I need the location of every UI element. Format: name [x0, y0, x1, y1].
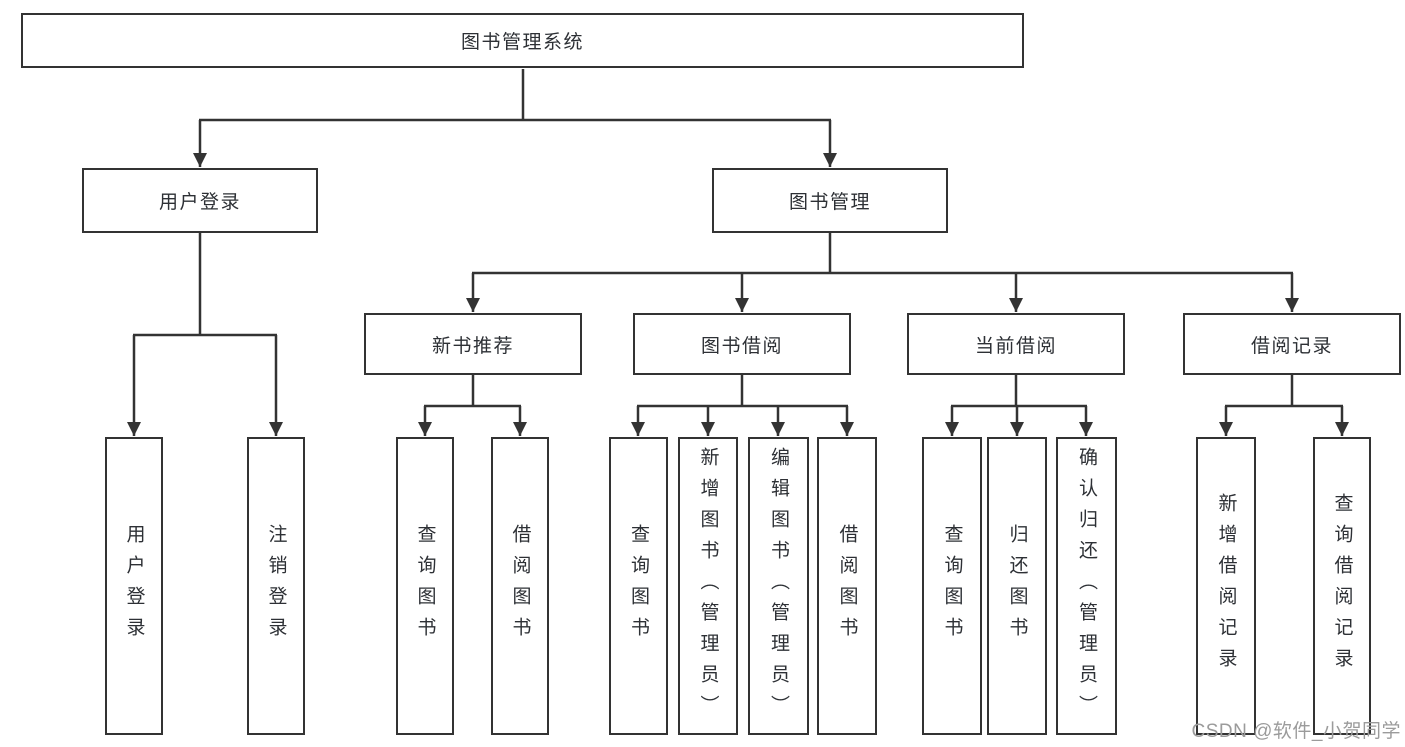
leaf-label: 新增图书（管理员） [697, 446, 719, 726]
leaf-label: 注销登录 [265, 524, 287, 648]
node-label: 图书管理系统 [460, 32, 584, 53]
node-book-management: 图书管理 [712, 168, 948, 233]
leaf-borrow-borrow-book: 借阅图书 [817, 437, 877, 735]
leaf-current-query-book: 查询图书 [922, 437, 982, 735]
leaf-label: 用户登录 [123, 524, 145, 648]
leaf-logout-login: 注销登录 [247, 437, 305, 735]
leaf-records-query-record: 查询借阅记录 [1313, 437, 1371, 735]
node-label: 图书借阅 [700, 335, 783, 357]
node-library-system: 图书管理系统 [21, 13, 1024, 68]
node-book-borrow: 图书借阅 [633, 313, 851, 375]
node-label: 用户登录 [158, 192, 241, 213]
leaf-label: 借阅图书 [509, 524, 531, 648]
leaf-label: 查询图书 [941, 524, 963, 648]
node-user-login: 用户登录 [82, 168, 318, 233]
node-new-book-recommend: 新书推荐 [364, 313, 582, 375]
node-label: 图书管理 [788, 192, 871, 213]
leaf-borrow-edit-book-admin: 编辑图书（管理员） [748, 437, 809, 735]
node-current-borrow: 当前借阅 [907, 313, 1125, 375]
leaf-current-confirm-return-admin: 确认归还（管理员） [1056, 437, 1117, 735]
leaf-recommend-borrow-book: 借阅图书 [491, 437, 549, 735]
leaf-current-return-book: 归还图书 [987, 437, 1047, 735]
node-borrow-records: 借阅记录 [1183, 313, 1401, 375]
leaf-label: 查询借阅记录 [1331, 493, 1353, 679]
leaf-label: 借阅图书 [836, 524, 858, 648]
leaf-label: 归还图书 [1006, 524, 1028, 648]
watermark-text: CSDN @软件_小贺同学 [1191, 721, 1401, 742]
leaf-label: 新增借阅记录 [1215, 493, 1237, 679]
leaf-label: 查询图书 [628, 524, 649, 648]
leaf-user-login: 用户登录 [105, 437, 163, 735]
leaf-borrow-query-book: 查询图书 [609, 437, 668, 735]
leaf-label: 查询图书 [414, 524, 436, 648]
leaf-borrow-add-book-admin: 新增图书（管理员） [678, 437, 738, 735]
node-label: 借阅记录 [1250, 335, 1333, 357]
leaf-records-add-record: 新增借阅记录 [1196, 437, 1256, 735]
node-label: 当前借阅 [974, 335, 1057, 357]
leaf-label: 编辑图书（管理员） [768, 446, 789, 726]
leaf-recommend-query-book: 查询图书 [396, 437, 454, 735]
leaf-label: 确认归还（管理员） [1076, 446, 1097, 726]
node-label: 新书推荐 [431, 335, 514, 357]
